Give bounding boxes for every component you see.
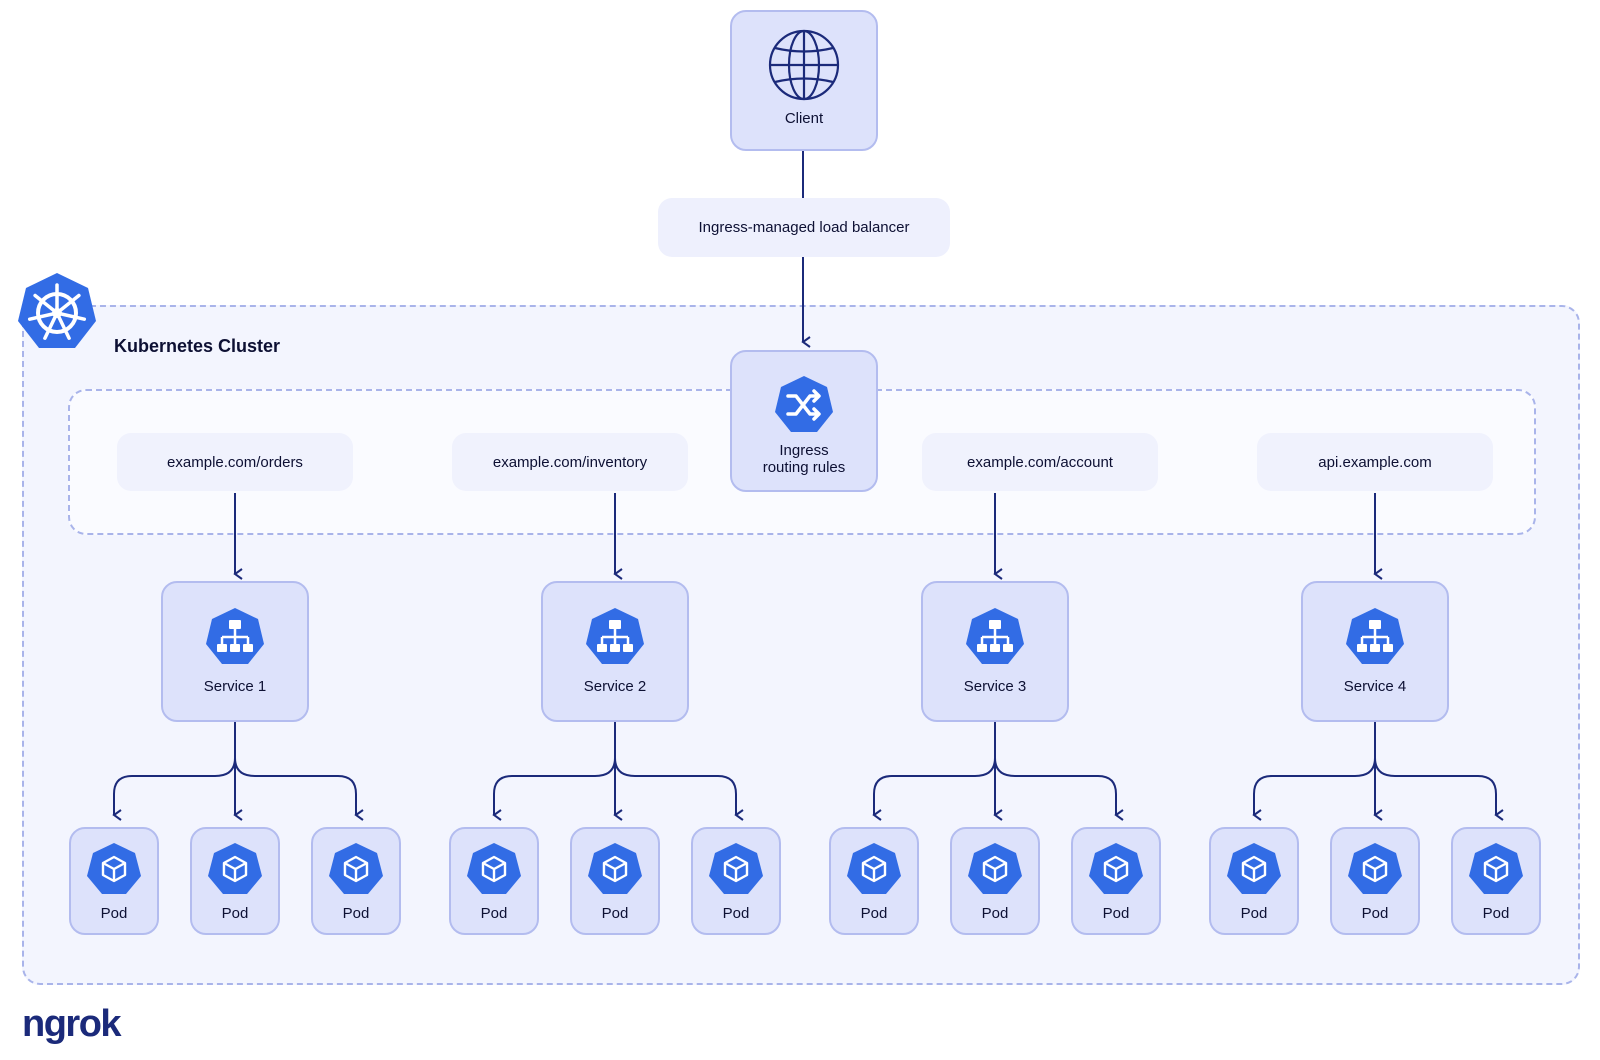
route-pill: example.com/inventory — [452, 433, 688, 491]
pod-label: Pod — [601, 905, 629, 922]
globe-icon — [768, 29, 840, 101]
pod-label: Pod — [342, 905, 370, 922]
pod-icon — [847, 843, 901, 894]
service-node: Service 1 — [161, 581, 309, 722]
route-pill: api.example.com — [1257, 433, 1493, 491]
ingress-label-line2: routing rules — [762, 459, 846, 476]
pod-node: Pod — [1451, 827, 1541, 935]
route-label: example.com/orders — [167, 453, 303, 471]
kubernetes-helm-icon — [18, 273, 96, 348]
route-pill: example.com/account — [922, 433, 1158, 491]
service-node: Service 4 — [1301, 581, 1449, 722]
pod-label: Pod — [1240, 905, 1268, 922]
pod-label: Pod — [100, 905, 128, 922]
route-label: example.com/inventory — [492, 453, 648, 471]
pod-icon — [467, 843, 521, 894]
route-label: api.example.com — [1318, 453, 1432, 471]
ngrok-logo: ngrok — [22, 1003, 122, 1045]
ingress-routing-node: Ingress routing rules — [730, 350, 878, 492]
pod-label: Pod — [1482, 905, 1510, 922]
service-node: Service 2 — [541, 581, 689, 722]
pod-label: Pod — [860, 905, 888, 922]
pod-node: Pod — [570, 827, 660, 935]
service-label: Service 4 — [1343, 678, 1407, 695]
load-balancer-node: Ingress-managed load balancer — [658, 198, 950, 257]
pod-node: Pod — [1071, 827, 1161, 935]
load-balancer-label: Ingress-managed load balancer — [698, 219, 910, 236]
service-icon — [966, 608, 1024, 664]
pod-icon — [208, 843, 262, 894]
pod-node: Pod — [190, 827, 280, 935]
pod-icon — [87, 843, 141, 894]
pod-node: Pod — [1209, 827, 1299, 935]
client-label: Client — [784, 110, 824, 127]
service-node: Service 3 — [921, 581, 1069, 722]
service-icon — [586, 608, 644, 664]
service-label: Service 3 — [963, 678, 1027, 695]
pod-node: Pod — [829, 827, 919, 935]
route-pill: example.com/orders — [117, 433, 353, 491]
pod-label: Pod — [722, 905, 750, 922]
route-label: example.com/account — [967, 453, 1113, 471]
pod-icon — [968, 843, 1022, 894]
pod-node: Pod — [691, 827, 781, 935]
service-label: Service 2 — [583, 678, 647, 695]
pod-icon — [1348, 843, 1402, 894]
pod-label: Pod — [981, 905, 1009, 922]
service-icon — [206, 608, 264, 664]
pod-node: Pod — [69, 827, 159, 935]
pod-icon — [1469, 843, 1523, 894]
shuffle-icon — [775, 376, 833, 432]
pod-node: Pod — [1330, 827, 1420, 935]
service-label: Service 1 — [203, 678, 267, 695]
pod-icon — [329, 843, 383, 894]
pod-icon — [1227, 843, 1281, 894]
pod-node: Pod — [311, 827, 401, 935]
pod-node: Pod — [950, 827, 1040, 935]
pod-icon — [588, 843, 642, 894]
cluster-title: Kubernetes Cluster — [114, 336, 281, 356]
pod-icon — [1089, 843, 1143, 894]
pod-label: Pod — [1102, 905, 1130, 922]
pod-label: Pod — [480, 905, 508, 922]
pod-label: Pod — [221, 905, 249, 922]
pod-node: Pod — [449, 827, 539, 935]
ingress-label-line1: Ingress — [779, 442, 829, 459]
pod-icon — [709, 843, 763, 894]
client-node: Client — [730, 10, 878, 151]
service-icon — [1346, 608, 1404, 664]
pod-label: Pod — [1361, 905, 1389, 922]
